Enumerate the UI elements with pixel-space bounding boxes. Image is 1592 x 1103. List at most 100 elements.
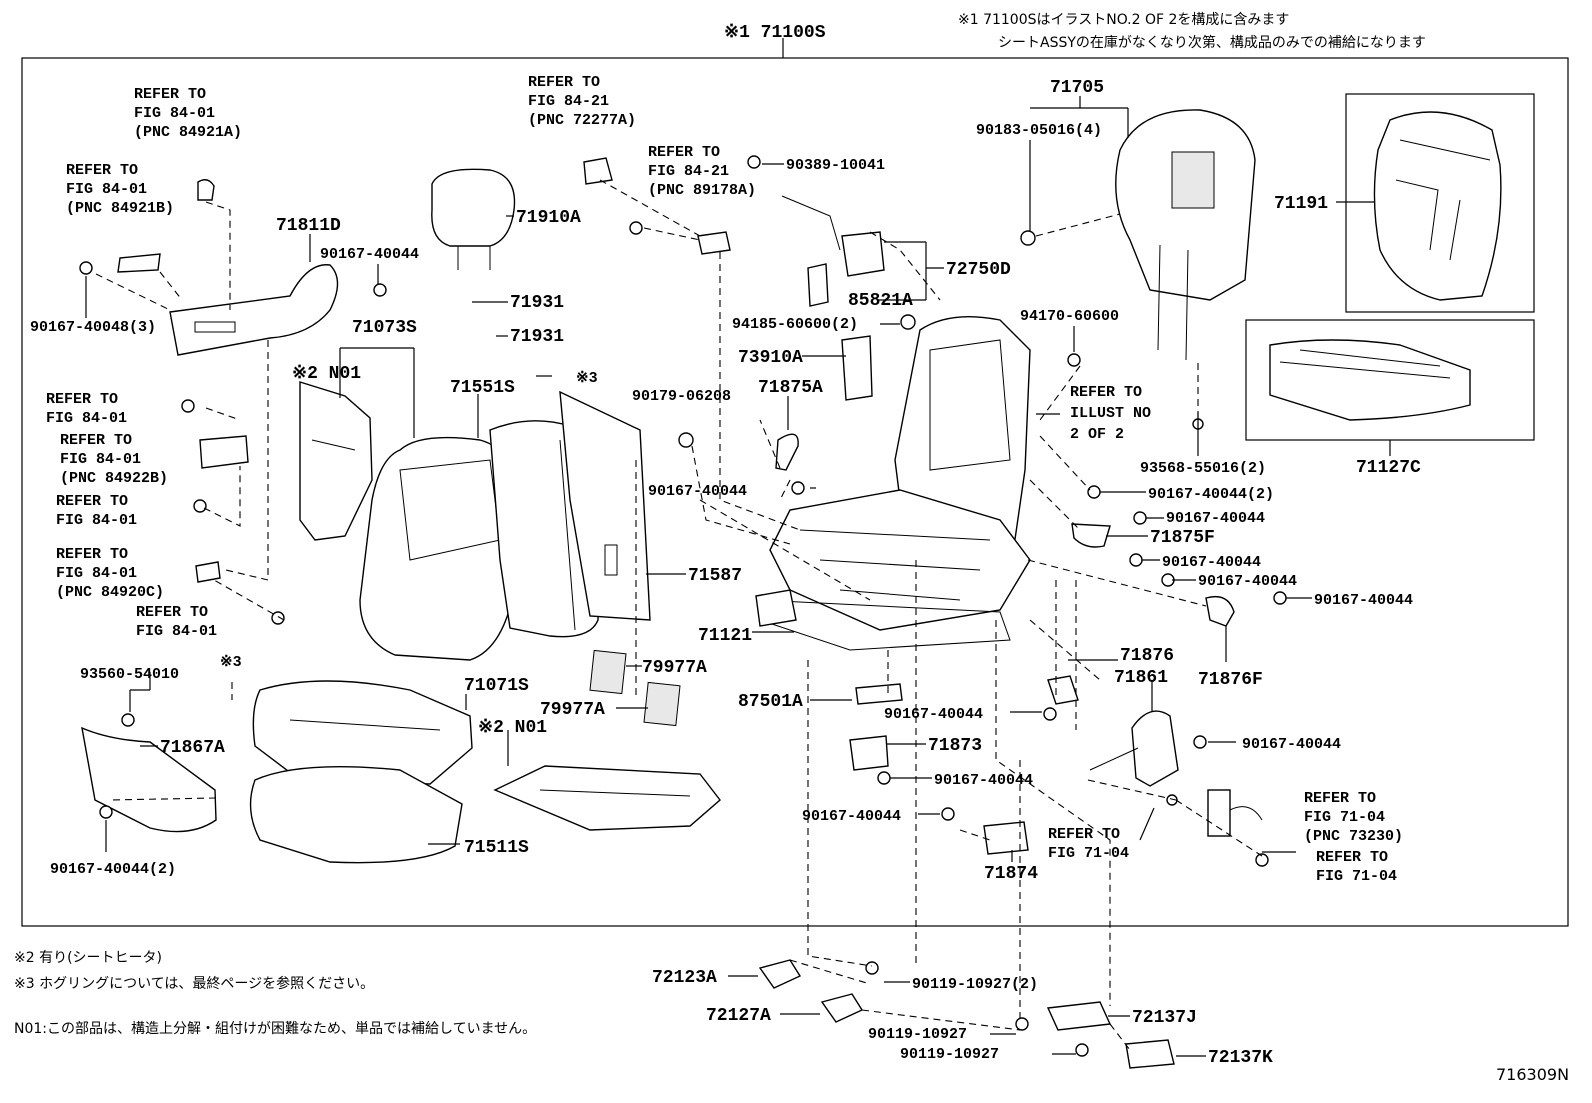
label-90167-40044-a: 90167-40044 xyxy=(320,246,419,263)
label-90119-c: 90119-10927 xyxy=(900,1046,999,1063)
label-71875a: 71875A xyxy=(758,378,823,398)
pad-79977a-2 xyxy=(643,681,681,727)
pad-79977a-1 xyxy=(589,649,627,695)
label-71121: 71121 xyxy=(698,626,752,646)
footer-note-n01: N01:この部品は、構造上分解・組付けが困難なため、単品では補給していません。 xyxy=(14,1021,536,1037)
label-94185: 94185-60600(2) xyxy=(732,316,858,333)
cover-72137j xyxy=(1046,1001,1112,1031)
label-72127a: 72127A xyxy=(706,1006,771,1026)
bracket-72277a xyxy=(583,157,613,185)
seat-frame-assembly xyxy=(759,316,1031,651)
fasteners xyxy=(79,155,1287,1057)
seat-cushion-pad-71127c xyxy=(1269,339,1471,421)
label-90167-40044-f: 90167-40044 xyxy=(1198,573,1297,590)
label-85821a: 85821A xyxy=(848,291,913,311)
label-93560: 93560-54010 xyxy=(80,666,179,683)
leader-lines xyxy=(85,96,1391,1057)
inset-box-71191 xyxy=(1345,93,1535,313)
seat-heater-back-n01 xyxy=(299,381,373,541)
side-shield-71867a xyxy=(81,726,217,833)
label-87501a: 87501A xyxy=(738,692,803,712)
label-90167-40044-j: 90167-40044 xyxy=(934,772,1033,789)
knob-84921a xyxy=(197,179,215,201)
label-71071s: 71071S xyxy=(464,676,529,696)
label-90119-b: 90119-10927 xyxy=(868,1026,967,1043)
label-72137k: 72137K xyxy=(1208,1048,1273,1068)
switch-84921b xyxy=(117,253,161,273)
sensor-85821a xyxy=(807,263,829,307)
label-90167-40044-g: 90167-40044 xyxy=(1314,592,1413,609)
seat-cushion-cover-71071s xyxy=(252,680,473,785)
label-90389: 90389-10041 xyxy=(786,157,885,174)
headrest-71910a xyxy=(431,168,516,270)
label-71587: 71587 xyxy=(688,566,742,586)
label-79977a-1: 79977A xyxy=(642,658,707,678)
assembly-number: ※1 71100S xyxy=(724,23,826,43)
bracket-89178a xyxy=(697,231,731,255)
back-board-71587 xyxy=(559,390,651,621)
cover-72123a xyxy=(758,959,802,989)
label-71931-b: 71931 xyxy=(510,327,564,347)
seat-heater-cushion-n01 xyxy=(493,765,721,831)
label-71876: 71876 xyxy=(1120,646,1174,666)
seat-cushion-pad-71511s xyxy=(249,765,463,864)
label-71705: 71705 xyxy=(1050,78,1104,98)
label-71127c: 71127C xyxy=(1356,458,1421,478)
label-90167-40044-d: 90167-40044 xyxy=(1166,510,1265,527)
label-90167-40044-l: 90167-40044(2) xyxy=(50,861,176,878)
label-90167-40048: 90167-40048(3) xyxy=(30,319,156,336)
seat-belt-buckle xyxy=(1207,789,1263,837)
clip-84920c xyxy=(195,561,221,583)
label-90167-40044-e: 90167-40044 xyxy=(1162,554,1261,571)
label-72137j: 72137J xyxy=(1132,1008,1197,1028)
label-71875f: 71875F xyxy=(1150,528,1215,548)
label-90167-40044-k: 90167-40044 xyxy=(802,808,901,825)
rail-71121 xyxy=(755,589,797,627)
label-71811d: 71811D xyxy=(276,216,341,236)
label-90167-40044-i: 90167-40044 xyxy=(1242,736,1341,753)
label-n01-back: ※2 N01 xyxy=(292,364,361,384)
cover-72137k xyxy=(1125,1039,1175,1069)
label-71551s: 71551S xyxy=(450,378,515,398)
label-90167-40044-c: 90167-40044(2) xyxy=(1148,486,1274,503)
label-72750d: 72750D xyxy=(946,260,1011,280)
label-n01-cushion: ※2 N01 xyxy=(478,718,547,738)
bracket-71874 xyxy=(983,821,1029,855)
label-79977a-2: 79977A xyxy=(540,700,605,720)
bracket-84922b xyxy=(199,435,249,469)
label-71876f: 71876F xyxy=(1198,670,1263,690)
assembly-frame xyxy=(21,57,1569,927)
label-71867a: 71867A xyxy=(160,738,225,758)
label-73910a: 73910A xyxy=(738,348,803,368)
cover-71876f xyxy=(1205,595,1235,627)
label-93568: 93568-55016(2) xyxy=(1140,460,1266,477)
cover-71875a xyxy=(775,433,799,471)
illustration-id: 716309N xyxy=(1496,1065,1569,1084)
knob-71861 xyxy=(1089,710,1179,787)
label-71931-a: 71931 xyxy=(510,293,564,313)
label-71910a: 71910A xyxy=(516,208,581,228)
cable-90389 xyxy=(781,195,841,251)
label-71873: 71873 xyxy=(928,736,982,756)
label-71073s: 71073S xyxy=(352,318,417,338)
label-90179: 90179-06208 xyxy=(632,388,731,405)
bracket-72750d xyxy=(841,231,885,277)
label-71191: 71191 xyxy=(1274,194,1328,214)
bracket-71873 xyxy=(849,735,889,771)
seat-back-pad-71705 xyxy=(1115,109,1256,361)
bracket-71876 xyxy=(1047,675,1079,705)
label-72123a: 72123A xyxy=(652,968,717,988)
